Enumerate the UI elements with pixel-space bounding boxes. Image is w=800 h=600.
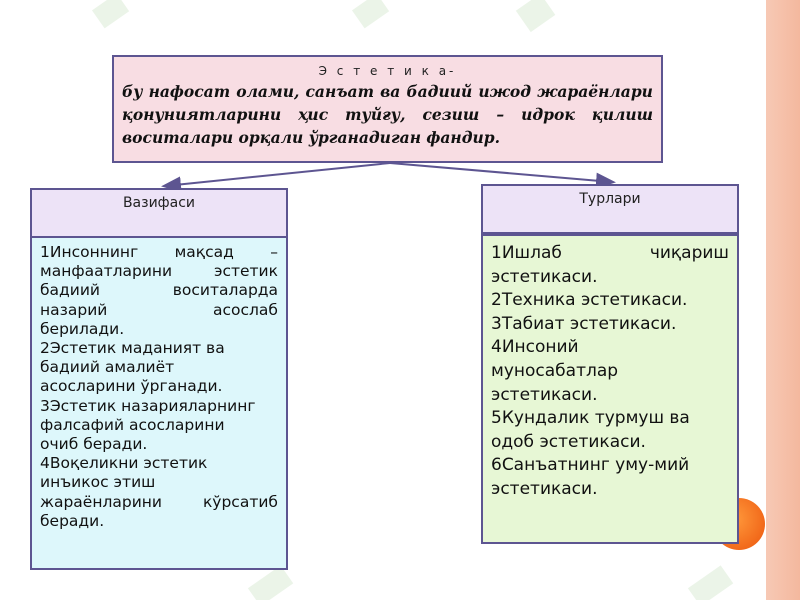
types-header: Турлари	[481, 184, 739, 234]
definition-word: олами,	[236, 82, 300, 101]
type-item-word: чиқариш	[649, 243, 729, 263]
function-item-word: манфаатларини	[40, 262, 173, 281]
function-item-word: берилади.	[40, 319, 125, 338]
definition-word: қонуниятларини	[122, 105, 282, 124]
function-item-word: 3Эстетик назарияларнинг	[40, 396, 256, 415]
definition-line: қонуниятларини ҳис туйғу, сезиш–идрок қилиш	[122, 103, 653, 126]
function-item-word: 4Воқеликни эстетик	[40, 454, 208, 473]
type-item-line: 5Кундалик турмуш ва	[491, 407, 729, 431]
function-item-word: назарий	[40, 300, 108, 319]
type-item-line: 3Табиат эстетикаси.	[491, 313, 729, 337]
type-item-word: одоб эстетикаси.	[491, 431, 646, 452]
definition-word: ижод	[478, 82, 531, 101]
type-item-word: 4Инсоний	[491, 337, 579, 358]
function-item-line: 1Инсоннинг мақсад –	[40, 243, 278, 262]
function-item-word: бадиий амалиёт	[40, 358, 175, 377]
function-item-word: очиб беради.	[40, 435, 148, 454]
function-item-line: 2Эстетик маданият ва	[40, 339, 278, 358]
function-item-line: 3Эстетик назарияларнинг	[40, 397, 278, 416]
type-item-word: 5Кундалик турмуш ва	[491, 408, 690, 429]
function-item-line: асосларини ўрганади.	[40, 377, 278, 396]
function-item-word: 1Инсоннинг	[40, 243, 139, 261]
function-item-line: фалсафий асосларини	[40, 416, 278, 435]
type-item-word: эстетикаси.	[491, 478, 598, 499]
function-item-word: асосларини ўрганади.	[40, 377, 223, 396]
type-item-line: одоб эстетикаси.	[491, 431, 729, 455]
definition-word: бадиий	[406, 82, 473, 101]
definition-word: идрок	[521, 105, 575, 124]
arrow-to-left	[161, 162, 391, 193]
function-item-line: манфаатларини эстетик	[40, 262, 278, 281]
function-item-line: инъикос этиш	[40, 473, 278, 492]
definition-word: қилиш	[591, 105, 653, 124]
function-item-word: бадиий	[40, 281, 100, 300]
type-item-word: муносабатлар	[491, 360, 619, 381]
type-item-line: 1Ишлаб чиқариш	[491, 242, 729, 266]
definition-box: Э с т е т и к а- бу нафосат олами, санъат ва…	[112, 55, 663, 163]
type-item-word: эстетикаси.	[491, 384, 598, 405]
definition-word: ҳис	[298, 105, 329, 124]
type-item-word: эстетикаси.	[491, 266, 598, 287]
function-item-line: берилади.	[40, 320, 278, 339]
function-item-word: беради.	[40, 511, 105, 530]
type-item-word: 3Табиат эстетикаси.	[491, 313, 677, 334]
type-item-line: эстетикаси.	[491, 384, 729, 408]
function-item-word: эстетик	[213, 262, 278, 281]
function-item-line: бадиий амалиёт	[40, 358, 278, 377]
definition-heading: Э с т е т и к а-	[318, 64, 457, 78]
definition-word: –	[496, 105, 505, 124]
definition-word: санъат	[305, 82, 374, 101]
definition-word: воситалари орқали ўрганадиган фандир.	[122, 128, 501, 147]
arrow-to-right	[389, 162, 616, 189]
function-item-line: 4Воқеликни эстетик	[40, 454, 278, 473]
function-item-line: беради.	[40, 512, 278, 531]
function-item-word: асослаб	[213, 300, 278, 319]
definition-line: бу нафосат олами, санъат ва бадиий ижод жараёнл…	[122, 80, 653, 103]
definition-word: нафосат	[148, 82, 231, 101]
function-item-word: мақсад	[174, 243, 234, 261]
right-decorative-strip	[766, 0, 800, 600]
type-item-line: эстетикаси.	[491, 266, 729, 290]
definition-word: ва	[380, 82, 401, 101]
function-item-line: очиб беради.	[40, 435, 278, 454]
type-item-line: муносабатлар	[491, 360, 729, 384]
function-item-word: жараёнларини	[40, 492, 162, 511]
types-list: 1Ишлаб чиқариш эстетикаси. 2Техника эстетик…	[481, 234, 739, 544]
definition-word: туйғу,	[345, 105, 406, 124]
definition-word: жараёнлари	[537, 82, 653, 101]
function-item-word: 2Эстетик маданият ва	[40, 339, 225, 358]
definition-line: воситалари орқали ўрганадиган фандир.	[122, 126, 653, 149]
function-item-word: кўрсатиб	[202, 492, 278, 511]
type-item-word: 2Техника эстетикаси.	[491, 290, 688, 311]
functions-header-label: Вазифаси	[122, 195, 196, 211]
function-item-line: жараёнларини кўрсатиб	[40, 493, 278, 512]
type-item-line: эстетикаси.	[491, 478, 729, 502]
definition-word: сезиш	[422, 105, 480, 124]
type-item-line: 6Санъатнинг уму-мий	[491, 454, 729, 478]
types-header-label: Турлари	[579, 191, 641, 207]
definition-word: бу	[122, 82, 143, 101]
definition-text: бу нафосат олами, санъат ва бадиий ижод жараёнл…	[122, 80, 653, 149]
type-item-line: 2Техника эстетикаси.	[491, 289, 729, 313]
type-item-line: 4Инсоний	[491, 336, 729, 360]
function-item-word: воситаларда	[172, 281, 278, 300]
function-item-word: фалсафий асосларини	[40, 415, 225, 434]
function-item-word: –	[270, 243, 278, 261]
functions-header: Вазифаси	[30, 188, 288, 238]
type-item-word: 1Ишлаб	[491, 243, 562, 263]
function-item-line: бадиий воситаларда	[40, 281, 278, 300]
function-item-line: назарий асослаб	[40, 301, 278, 320]
type-item-word: 6Санъатнинг уму-мий	[491, 455, 690, 476]
function-item-word: инъикос этиш	[40, 473, 156, 492]
